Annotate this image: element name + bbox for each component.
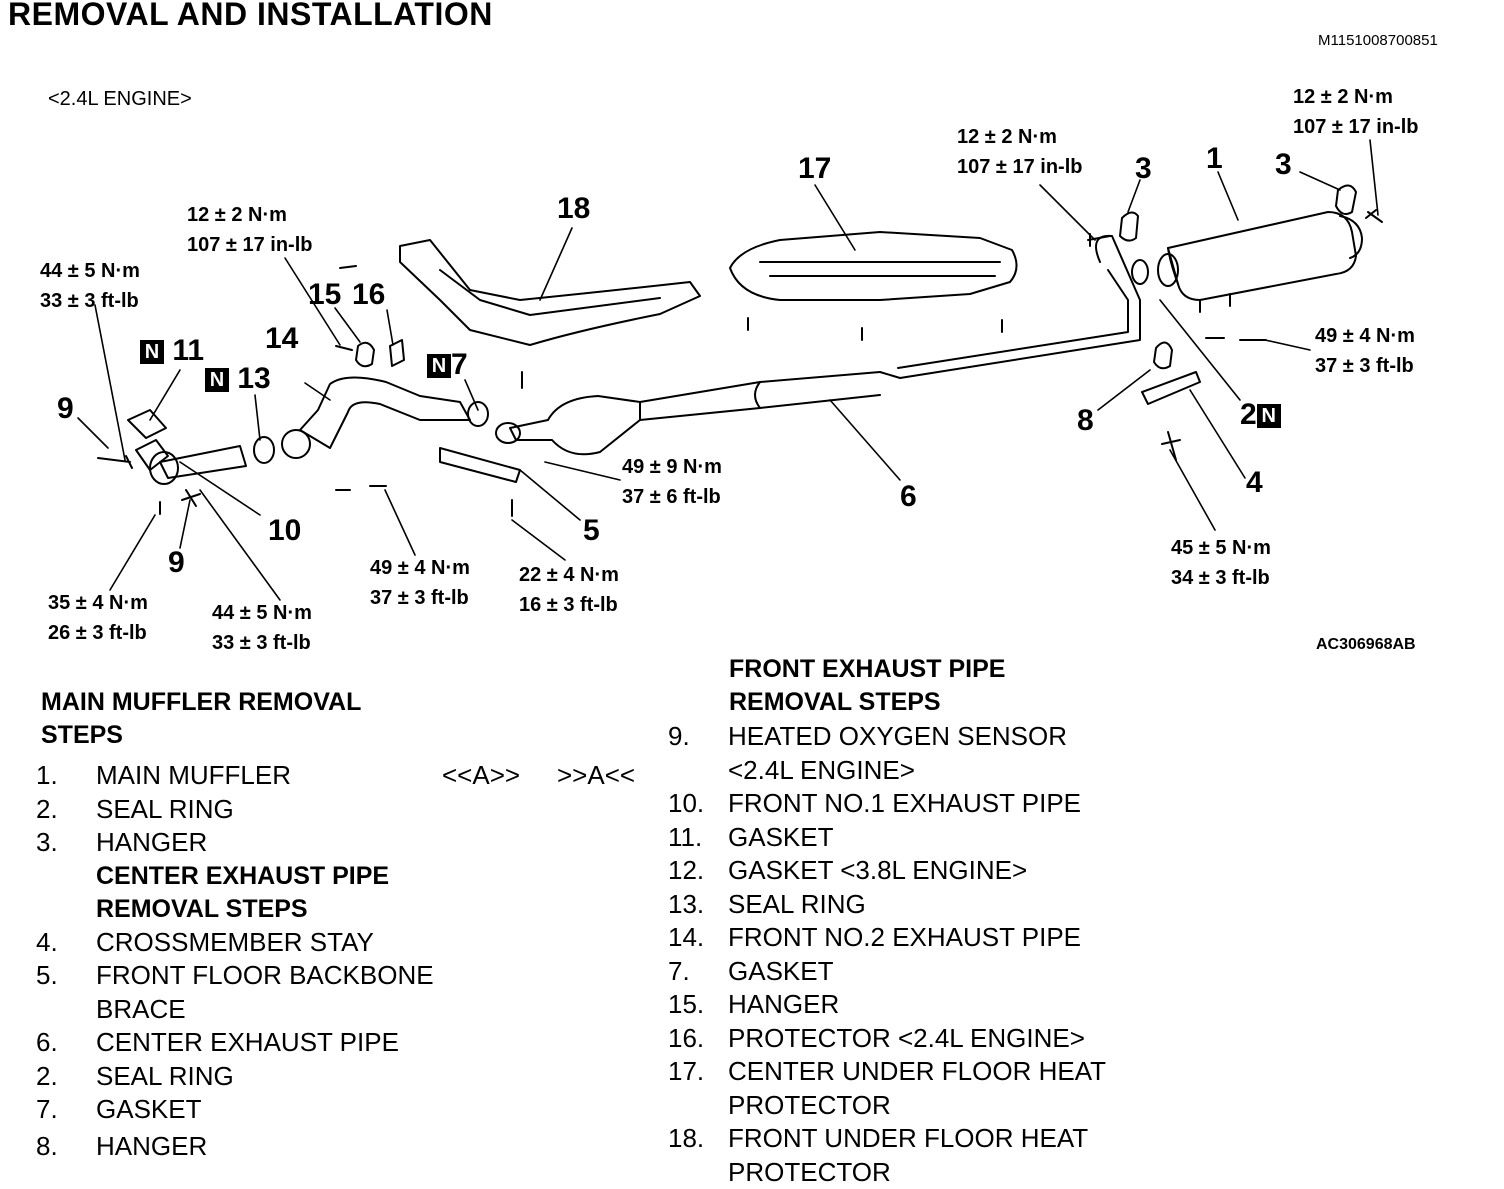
list-item: 14.FRONT NO.2 EXHAUST PIPE bbox=[668, 921, 1106, 955]
list-item: 5.FRONT FLOOR BACKBONE bbox=[36, 959, 434, 993]
list-item: 12.GASKET <3.8L ENGINE> bbox=[668, 854, 1106, 888]
hanger-3b bbox=[1336, 185, 1356, 214]
list-item: 2.SEAL RING bbox=[36, 793, 434, 827]
list-item: <2.4L ENGINE> bbox=[668, 754, 1106, 788]
list-item: 17.CENTER UNDER FLOOR HEAT bbox=[668, 1055, 1106, 1089]
callout-17: 17 bbox=[798, 152, 831, 186]
main-muffler-heading: MAIN MUFFLER REMOVAL STEPS bbox=[41, 686, 361, 752]
figure-id: AC306968AB bbox=[1316, 636, 1416, 654]
callout-18: 18 bbox=[557, 192, 590, 226]
callout-14: 14 bbox=[265, 322, 298, 356]
gasket-11 bbox=[128, 410, 166, 438]
n-marker: N bbox=[205, 368, 229, 392]
n-marker: N bbox=[140, 340, 164, 364]
list-item: 7.GASKET bbox=[36, 1093, 434, 1127]
callout-16: 16 bbox=[352, 278, 385, 312]
front-no1-exhaust-pipe bbox=[136, 440, 246, 484]
front-no2-exhaust-pipe bbox=[282, 377, 488, 458]
oxygen-sensor-9b bbox=[182, 490, 200, 506]
list-item: 6.CENTER EXHAUST PIPE bbox=[36, 1026, 434, 1060]
callout-11: N 11 bbox=[140, 334, 204, 368]
hanger-8 bbox=[1154, 342, 1172, 368]
main-muffler bbox=[1158, 212, 1362, 312]
front-pipe-heading: FRONT EXHAUST PIPE REMOVAL STEPS bbox=[729, 653, 1005, 719]
seal-ring-13 bbox=[254, 437, 274, 463]
callout-5: 5 bbox=[583, 514, 600, 548]
install-note-a-removal: <<A>> bbox=[442, 759, 520, 793]
callout-3b: 3 bbox=[1275, 148, 1292, 182]
backbone-brace-5 bbox=[440, 448, 520, 482]
center-pipe-heading: CENTER EXHAUST PIPE REMOVAL STEPS bbox=[36, 860, 434, 926]
callout-13: N 13 bbox=[205, 362, 271, 396]
callout-10: 10 bbox=[268, 514, 301, 548]
center-heat-protector bbox=[730, 232, 1017, 340]
n-marker: N bbox=[427, 354, 451, 378]
list-item: 8.HANGER bbox=[36, 1130, 434, 1164]
list-item: 15.HANGER bbox=[668, 988, 1106, 1022]
callout-3a: 3 bbox=[1135, 152, 1152, 186]
list-item: 7.GASKET bbox=[668, 955, 1106, 989]
list-item: 2.SEAL RING bbox=[36, 1060, 434, 1094]
hanger-3a bbox=[1120, 212, 1138, 240]
center-exhaust-pipe bbox=[496, 236, 1140, 454]
callout-4: 4 bbox=[1246, 466, 1263, 500]
list-item: 18.FRONT UNDER FLOOR HEAT bbox=[668, 1122, 1106, 1156]
callout-9a: 9 bbox=[57, 392, 74, 426]
list-item: 16.PROTECTOR <2.4L ENGINE> bbox=[668, 1022, 1106, 1056]
front-pipe-steps: 9.HEATED OXYGEN SENSOR <2.4L ENGINE> 10.… bbox=[668, 720, 1106, 1189]
list-item: 1.MAIN MUFFLER bbox=[36, 759, 434, 793]
seal-ring-2 bbox=[1132, 260, 1148, 284]
list-item: 3.HANGER bbox=[36, 826, 434, 860]
n-marker: N bbox=[1257, 404, 1281, 428]
list-item: 13.SEAL RING bbox=[668, 888, 1106, 922]
callout-1: 1 bbox=[1206, 142, 1223, 176]
list-item: 4.CROSSMEMBER STAY bbox=[36, 926, 434, 960]
list-item: 9.HEATED OXYGEN SENSOR bbox=[668, 720, 1106, 754]
exhaust-system-diagram bbox=[0, 0, 1504, 660]
list-item: BRACE bbox=[36, 993, 434, 1027]
list-item: PROTECTOR bbox=[668, 1156, 1106, 1189]
callout-15: 15 bbox=[308, 278, 341, 312]
protector-16 bbox=[390, 340, 404, 366]
callout-8: 8 bbox=[1077, 404, 1094, 438]
list-item: 11.GASKET bbox=[668, 821, 1106, 855]
callout-9b: 9 bbox=[168, 546, 185, 580]
callout-6: 6 bbox=[900, 480, 917, 514]
main-muffler-steps: 1.MAIN MUFFLER 2.SEAL RING 3.HANGER CENT… bbox=[36, 759, 434, 1163]
install-note-a-installation: >>A<< bbox=[557, 759, 635, 793]
crossmember-stay bbox=[1142, 372, 1200, 404]
oxygen-sensor-9a bbox=[98, 456, 132, 468]
list-item: PROTECTOR bbox=[668, 1089, 1106, 1123]
hanger-15 bbox=[356, 343, 374, 366]
list-item: 10.FRONT NO.1 EXHAUST PIPE bbox=[668, 787, 1106, 821]
